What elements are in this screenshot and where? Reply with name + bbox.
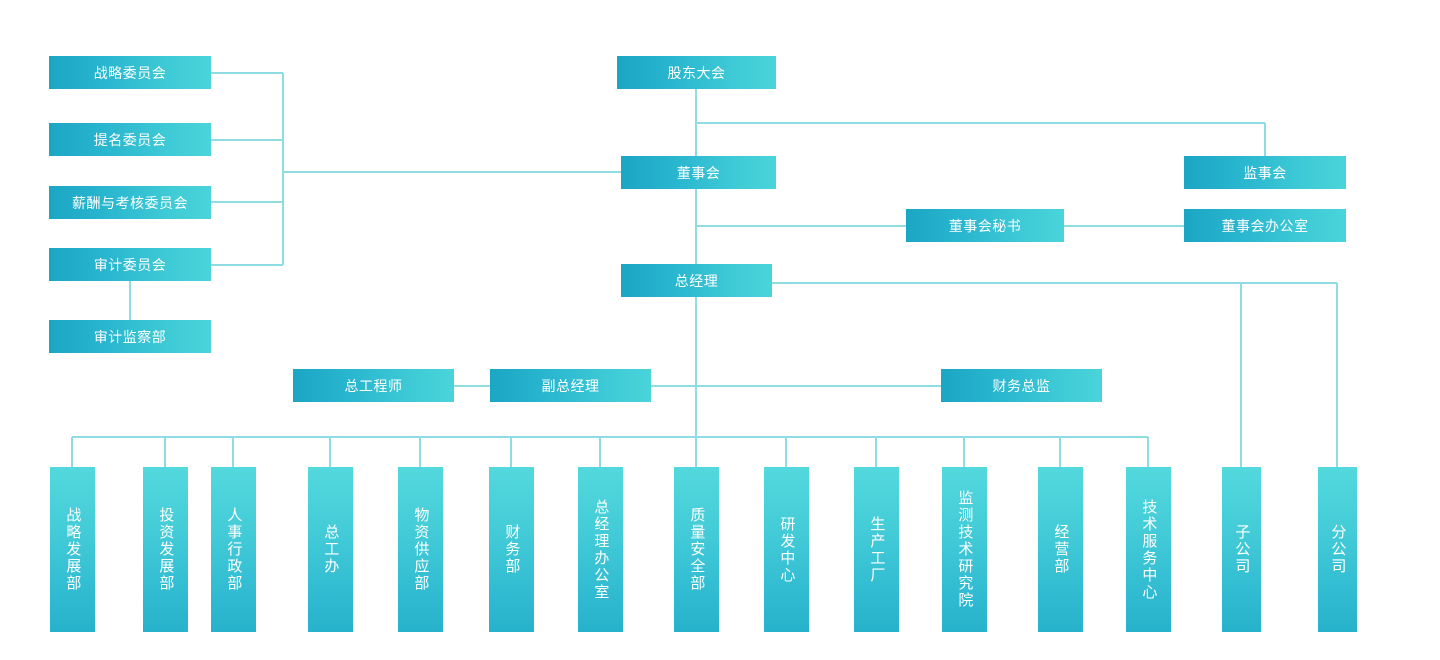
label-technical-service-center: 技术服务中心 — [1140, 498, 1158, 601]
box-production-plant[interactable]: 生产工厂 — [854, 467, 899, 632]
box-branch-company[interactable]: 分公司 — [1318, 467, 1357, 632]
box-audit-supervision-department[interactable]: 审计监察部 — [49, 320, 211, 353]
box-chief-engineer-office[interactable]: 总工办 — [308, 467, 353, 632]
label-general-manager-office: 总经理办公室 — [592, 498, 610, 601]
label-quality-safety-dept: 质量安全部 — [688, 507, 706, 592]
box-chief-financial-officer[interactable]: 财务总监 — [941, 369, 1102, 402]
label-production-plant: 生产工厂 — [868, 515, 886, 584]
box-board-of-supervisors[interactable]: 监事会 — [1184, 156, 1346, 189]
box-board-office[interactable]: 董事会办公室 — [1184, 209, 1346, 242]
label-branch-company: 分公司 — [1329, 524, 1347, 575]
box-materials-supply-dept[interactable]: 物资供应部 — [398, 467, 443, 632]
label-monitoring-technology-institute: 监测技术研究院 — [956, 490, 974, 609]
box-strategy-development-dept[interactable]: 战略发展部 — [50, 467, 95, 632]
label-board-secretary: 董事会秘书 — [948, 217, 1022, 234]
label-finance-dept: 财务部 — [503, 524, 521, 575]
box-audit-committee[interactable]: 审计委员会 — [49, 248, 211, 281]
label-board-of-supervisors: 监事会 — [1243, 164, 1287, 181]
label-chief-financial-officer: 财务总监 — [992, 377, 1051, 394]
box-shareholders-meeting[interactable]: 股东大会 — [617, 56, 776, 89]
box-subsidiary-company[interactable]: 子公司 — [1222, 467, 1261, 632]
box-hr-administration-dept[interactable]: 人事行政部 — [211, 467, 256, 632]
label-chief-engineer: 总工程师 — [344, 377, 403, 394]
label-nomination-committee: 提名委员会 — [93, 131, 167, 148]
label-general-manager: 总经理 — [674, 272, 719, 289]
box-nomination-committee[interactable]: 提名委员会 — [49, 123, 211, 156]
box-chief-engineer[interactable]: 总工程师 — [293, 369, 454, 402]
box-remuneration-appraisal-committee[interactable]: 薪酬与考核委员会 — [49, 186, 211, 219]
label-audit-supervision-department: 审计监察部 — [93, 328, 167, 345]
box-board-secretary[interactable]: 董事会秘书 — [906, 209, 1064, 242]
label-shareholders-meeting: 股东大会 — [667, 64, 726, 81]
label-deputy-general-manager: 副总经理 — [541, 377, 600, 394]
label-rd-center: 研发中心 — [778, 515, 796, 584]
box-general-manager[interactable]: 总经理 — [621, 264, 772, 297]
label-strategy-development-dept: 战略发展部 — [64, 507, 82, 592]
label-chief-engineer-office: 总工办 — [322, 524, 340, 575]
box-board-of-directors[interactable]: 董事会 — [621, 156, 776, 189]
label-remuneration-appraisal-committee: 薪酬与考核委员会 — [72, 194, 188, 211]
box-investment-development-dept[interactable]: 投资发展部 — [143, 467, 188, 632]
box-finance-dept[interactable]: 财务部 — [489, 467, 534, 632]
box-technical-service-center[interactable]: 技术服务中心 — [1126, 467, 1171, 632]
box-strategy-committee[interactable]: 战略委员会 — [49, 56, 211, 89]
label-operations-dept: 经营部 — [1052, 524, 1070, 575]
label-hr-administration-dept: 人事行政部 — [225, 507, 243, 592]
box-rd-center[interactable]: 研发中心 — [764, 467, 809, 632]
label-materials-supply-dept: 物资供应部 — [412, 507, 430, 592]
box-deputy-general-manager[interactable]: 副总经理 — [490, 369, 651, 402]
box-operations-dept[interactable]: 经营部 — [1038, 467, 1083, 632]
label-board-office: 董事会办公室 — [1221, 217, 1309, 234]
box-general-manager-office[interactable]: 总经理办公室 — [578, 467, 623, 632]
label-investment-development-dept: 投资发展部 — [157, 507, 175, 592]
label-subsidiary-company: 子公司 — [1233, 524, 1251, 575]
label-strategy-committee: 战略委员会 — [93, 64, 167, 81]
box-quality-safety-dept[interactable]: 质量安全部 — [674, 467, 719, 632]
label-audit-committee: 审计委员会 — [93, 256, 167, 273]
box-monitoring-technology-institute[interactable]: 监测技术研究院 — [942, 467, 987, 632]
label-board-of-directors: 董事会 — [676, 164, 721, 181]
